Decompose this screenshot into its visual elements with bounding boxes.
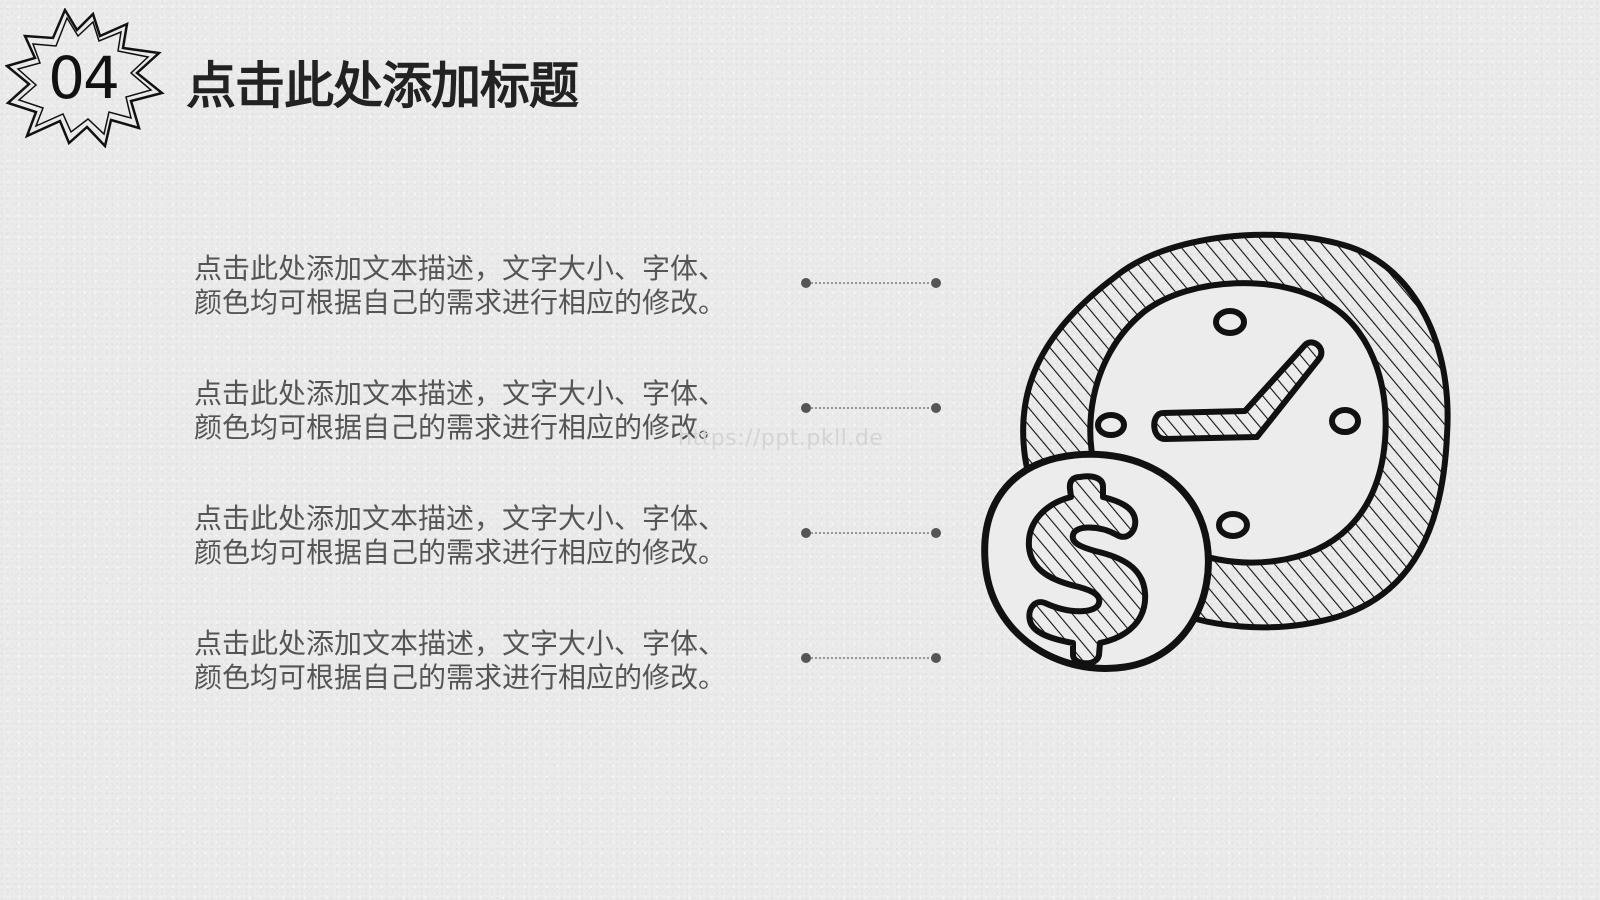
item-text-line: 颜色均可根据自己的需求进行相应的修改。 xyxy=(194,286,727,319)
dotted-connector xyxy=(801,278,941,288)
starburst-badge-icon xyxy=(5,8,165,148)
page-title[interactable]: 点击此处添加标题 xyxy=(186,57,579,115)
list-item: 点击此处添加文本描述，文字大小、字体、 颜色均可根据自己的需求进行相应的修改。 xyxy=(0,502,1000,582)
item-text[interactable]: 点击此处添加文本描述，文字大小、字体、 颜色均可根据自己的需求进行相应的修改。 xyxy=(194,502,774,570)
item-text-line: 点击此处添加文本描述，文字大小、字体、 xyxy=(194,502,727,535)
item-text-line: 点击此处添加文本描述，文字大小、字体、 xyxy=(194,627,727,660)
list-item: 点击此处添加文本描述，文字大小、字体、 颜色均可根据自己的需求进行相应的修改。 xyxy=(0,252,1000,332)
list-item: 点击此处添加文本描述，文字大小、字体、 颜色均可根据自己的需求进行相应的修改。 xyxy=(0,377,1000,457)
item-text[interactable]: 点击此处添加文本描述，文字大小、字体、 颜色均可根据自己的需求进行相应的修改。 xyxy=(194,627,774,695)
clock-and-dollar-coin-icon xyxy=(981,231,1451,672)
item-text-line: 点击此处添加文本描述，文字大小、字体、 xyxy=(194,377,727,410)
item-text-line: 颜色均可根据自己的需求进行相应的修改。 xyxy=(194,661,727,694)
item-text[interactable]: 点击此处添加文本描述，文字大小、字体、 颜色均可根据自己的需求进行相应的修改。 xyxy=(194,252,774,320)
dotted-connector xyxy=(801,528,941,538)
list-item: 点击此处添加文本描述，文字大小、字体、 颜色均可根据自己的需求进行相应的修改。 xyxy=(0,627,1000,707)
watermark: https://ppt.pkll.de xyxy=(678,426,884,451)
dotted-connector xyxy=(801,403,941,413)
item-text-line: 颜色均可根据自己的需求进行相应的修改。 xyxy=(194,411,727,444)
item-text-line: 点击此处添加文本描述，文字大小、字体、 xyxy=(194,252,727,285)
section-number: 04 xyxy=(48,44,120,112)
section-number-badge: 04 xyxy=(5,8,167,148)
item-text[interactable]: 点击此处添加文本描述，文字大小、字体、 颜色均可根据自己的需求进行相应的修改。 xyxy=(194,377,774,445)
item-text-line: 颜色均可根据自己的需求进行相应的修改。 xyxy=(194,536,727,569)
dotted-connector xyxy=(801,653,941,663)
